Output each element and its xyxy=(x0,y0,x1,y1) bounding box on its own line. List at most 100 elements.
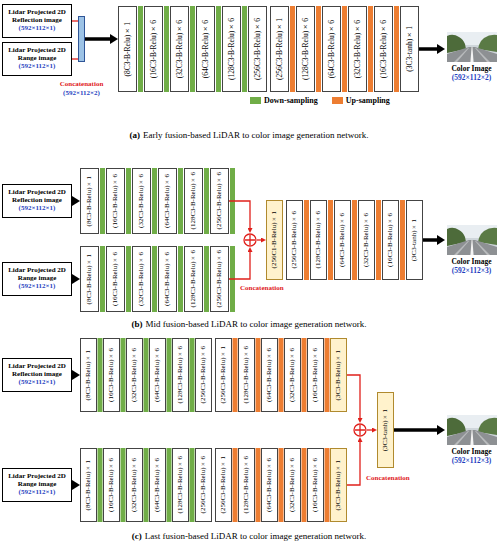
layer-box: (16C3-B-Relu)×6 xyxy=(103,448,120,522)
layer-box: (8C3-B-Relu)×1 xyxy=(80,448,97,522)
layer-label: (64C3-B-Relu)×6 xyxy=(266,458,273,512)
flow-arrow xyxy=(419,47,437,51)
layer-box: (16C3-B-Relu)×6 xyxy=(103,338,120,412)
layer-label: (64C3-B-Relu)×6 xyxy=(164,174,171,228)
input-box: Lidar Projected 2D Range image(592×112×1… xyxy=(2,42,72,76)
layer-box: (64C3-B-Relu)×6 xyxy=(334,200,351,280)
legend-item: Down-sampling xyxy=(250,96,318,105)
layer-box: (32C3-B-Relu)×6 xyxy=(284,338,301,412)
layer-box: (8C3-B-Relu)×1 xyxy=(118,6,137,92)
layer-label: (256C3-B-Relu)×6 xyxy=(216,172,223,229)
input-box: Lidar Projected 2D Reflection image(592×… xyxy=(2,184,72,218)
upsampling-bar xyxy=(302,448,307,522)
downsampling-bar xyxy=(98,338,103,412)
concat-block: Concatenation(592×112×2) xyxy=(78,16,85,62)
layer-box: (16C3-B-Relu)×6 xyxy=(144,6,163,92)
layer-label: (256C3-B-Relu)×1 xyxy=(220,346,227,403)
box-label: Color Image xyxy=(445,64,498,73)
downsampling-bar xyxy=(152,246,157,312)
upsampling-bar xyxy=(376,200,381,280)
caption: (b)Mid fusion-based LiDAR to color image… xyxy=(0,319,498,329)
layer-label: (256C3-B-Relu)×6 xyxy=(291,211,298,268)
box-label: Lidar Projected 2D Reflection image xyxy=(4,9,70,24)
layer-box: (128C3-B-Relu)×6 xyxy=(172,448,189,522)
layer-label: (32C3-B-Relu)×6 xyxy=(131,458,138,512)
dimension-label: (592×112×1) xyxy=(19,63,56,71)
upsampling-bar xyxy=(400,200,405,280)
layer-box: (3C3-B-Relu)×1 xyxy=(330,448,347,522)
layer-label: (64C3-B-Relu)×6 xyxy=(154,458,161,512)
road-photo xyxy=(447,32,497,62)
upsampling-bar xyxy=(325,338,330,412)
downsampling-bar xyxy=(167,338,172,412)
layer-label: (16C3-B-Relu)×6 xyxy=(112,252,119,306)
layer-box: (256C3-B-Relu)×6 xyxy=(210,246,229,312)
box-label: Lidar Projected 2D Range image xyxy=(4,473,70,488)
layer-box: (128C3-B-Relu)×6 xyxy=(222,6,241,92)
layer-label: (16C3-B-Relu)×6 xyxy=(387,213,394,267)
concat-line xyxy=(347,375,360,418)
downsampling-bar xyxy=(121,448,126,522)
layer-box: (32C3-B-Relu)×6 xyxy=(348,6,367,92)
layer-box: (128C3-B-Relu)×6 xyxy=(238,448,255,522)
layer-box: (16C3-B-Relu)×6 xyxy=(307,338,324,412)
layer-box: (256C3-B-Relu)×1 xyxy=(215,338,232,412)
layer-label: (256C3-B-Relu)×6 xyxy=(254,18,262,80)
layer-label: (16C3-B-Relu)×6 xyxy=(380,20,388,78)
upsampling-bar xyxy=(394,6,399,92)
layer-box: (16C3-B-Relu)×6 xyxy=(382,200,399,280)
box-label: Lidar Projected 2D Range image xyxy=(4,267,70,282)
downsampling-bar xyxy=(178,168,183,234)
dimension-label: (592×112×1) xyxy=(19,205,56,213)
layer-label: (8C3-B-Relu)×1 xyxy=(86,176,93,226)
legend-text: Down-sampling xyxy=(264,96,318,105)
downsampling-bar xyxy=(126,246,131,312)
downsampling-bar xyxy=(216,6,221,92)
layer-label: (32C3-B-Relu)×6 xyxy=(138,174,145,228)
layer-box: (3C3-B-Relu)×1 xyxy=(330,338,347,412)
layer-box: (8C3-B-Relu)×1 xyxy=(80,168,99,234)
layer-label: (8C3-B-Relu)×1 xyxy=(86,254,93,304)
layer-box: (3C3-tanh)×1 xyxy=(400,6,419,92)
layer-box: (128C3-B-Relu)×6 xyxy=(184,246,203,312)
downsampling-bar xyxy=(190,338,195,412)
downsampling-bar xyxy=(190,6,195,92)
upsampling-bar xyxy=(325,448,330,522)
caption-letter: (b) xyxy=(132,319,143,329)
downsampling-bar xyxy=(144,338,149,412)
layer-box: (128C3-B-Relu)×6 xyxy=(238,338,255,412)
layer-label: (256C3-B-Relu)×6 xyxy=(216,250,223,307)
caption-letter: (a) xyxy=(130,130,141,140)
upsampling-bar xyxy=(279,448,284,522)
upsampling-bar xyxy=(279,338,284,412)
layer-label: (128C3-B-Relu)×6 xyxy=(315,211,322,268)
legend-swatch xyxy=(332,97,343,104)
dimension-label: (592×112×1) xyxy=(19,25,56,33)
layer-label: (3C3-B-Relu)×1 xyxy=(335,460,342,510)
layer-label: (32C3-B-Relu)×6 xyxy=(176,20,184,78)
layer-label: (128C3-B-Relu)×6 xyxy=(243,346,250,403)
upsampling-bar xyxy=(233,338,238,412)
layer-label: (8C3-B-Relu)×1 xyxy=(85,460,92,510)
concat-node: Concatenation xyxy=(243,233,257,247)
layer-box: (16C3-B-Relu)×6 xyxy=(106,246,125,312)
downsampling-bar xyxy=(126,168,131,234)
layer-label: (3C3-tanh)×1 xyxy=(411,219,418,261)
layer-label: (128C3-B-Relu)×6 xyxy=(190,172,197,229)
layer-label: (3C3-tanh)×1 xyxy=(406,26,414,72)
plus-symbol xyxy=(243,233,257,247)
caption-text: Early fusion-based LiDAR to color image … xyxy=(143,130,368,140)
layer-box: (8C3-B-Relu)×1 xyxy=(80,246,99,312)
caption-letter: (c) xyxy=(132,531,142,541)
layer-box: (256C3-B-Relu)×1 xyxy=(270,6,289,92)
legend-swatch xyxy=(250,97,261,104)
layer-label: (16C3-B-Relu)×6 xyxy=(312,348,319,402)
legend-text: Up-sampling xyxy=(346,96,390,105)
layer-box: (8C3-B-Relu)×1 xyxy=(80,338,97,412)
concat-line xyxy=(257,239,261,240)
input-box: Lidar Projected 2D Reflection image(592×… xyxy=(2,4,72,38)
layer-box: (64C3-B-Relu)×6 xyxy=(261,338,278,412)
layer-label: (128C3-B-Relu)×6 xyxy=(177,346,184,403)
layer-label: (64C3-B-Relu)×6 xyxy=(266,348,273,402)
layer-box: (128C3-B-Relu)×6 xyxy=(184,168,203,234)
